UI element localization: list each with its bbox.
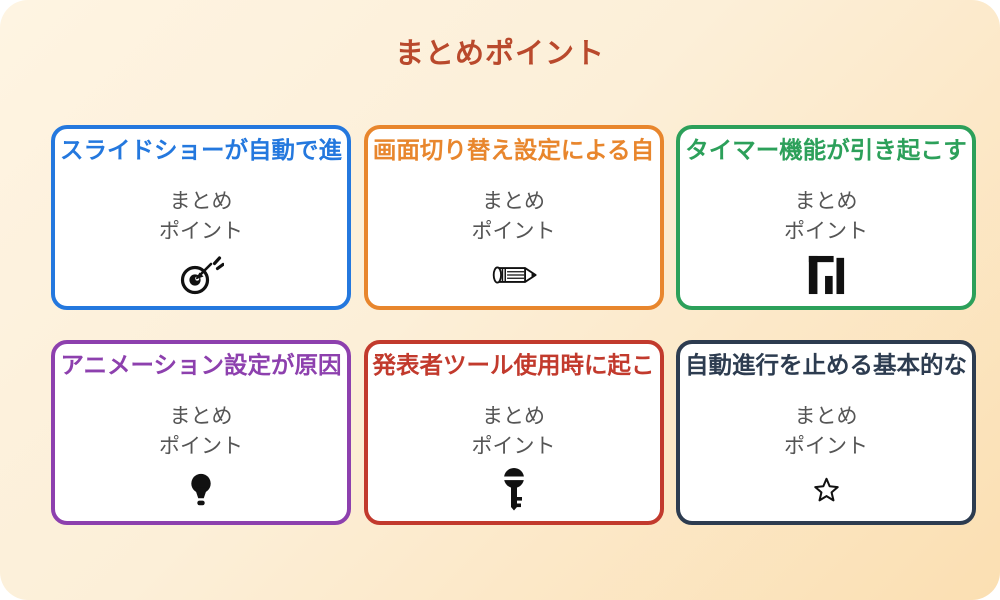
card-subtitle-line1: まとめ — [169, 405, 233, 429]
summary-card-animation: アニメーション設定が原因 まとめ ポイント — [51, 340, 351, 525]
card-subtitle: まとめ ポイント — [472, 187, 556, 247]
card-subtitle-line1: まとめ — [794, 405, 858, 429]
card-subtitle-line2: ポイント — [159, 220, 243, 244]
card-subtitle-line1: まとめ — [169, 190, 233, 214]
page-title: まとめポイント — [394, 38, 605, 70]
summary-card-timer: タイマー機能が引き起こす まとめ ポイント — [676, 125, 976, 310]
card-subtitle: まとめ ポイント — [784, 402, 868, 462]
card-subtitle-line2: ポイント — [784, 220, 868, 244]
card-title: スライドショーが自動で進 — [60, 137, 342, 163]
summary-card-transition: 画面切り替え設定による自 まとめ ポイント — [363, 125, 664, 310]
card-title: 自動進行を止める基本的な — [685, 352, 967, 378]
card-subtitle: まとめ ポイント — [472, 402, 556, 462]
star-icon — [813, 465, 840, 515]
cards-grid: スライドショーが自動で進 まとめ ポイント 画面切り替え設定による自 — [51, 125, 976, 525]
card-title: タイマー機能が引き起こす — [685, 137, 967, 163]
card-title: 発表者ツール使用時に起こ — [372, 352, 655, 378]
card-subtitle-line2: ポイント — [784, 435, 868, 459]
lightbulb-icon — [189, 465, 213, 515]
card-subtitle-line1: まとめ — [482, 190, 545, 214]
card-title: 画面切り替え設定による自 — [372, 137, 655, 163]
card-subtitle: まとめ ポイント — [159, 187, 243, 247]
card-subtitle: まとめ ポイント — [159, 402, 243, 462]
card-subtitle: まとめ ポイント — [784, 187, 868, 247]
card-subtitle-line2: ポイント — [471, 435, 556, 459]
target-icon — [178, 250, 224, 300]
bar-chart-icon — [806, 250, 846, 300]
key-icon — [501, 465, 527, 515]
card-subtitle-line1: まとめ — [794, 190, 858, 214]
summary-card-slideshow: スライドショーが自動で進 まとめ ポイント — [51, 125, 351, 310]
pencil-icon — [490, 250, 538, 300]
card-subtitle-line1: まとめ — [482, 405, 545, 429]
summary-card-stop-auto: 自動進行を止める基本的な まとめ ポイント — [676, 340, 976, 525]
card-subtitle-line2: ポイント — [471, 220, 556, 244]
card-subtitle-line2: ポイント — [159, 435, 243, 459]
summary-card-presenter: 発表者ツール使用時に起こ まとめ ポイント — [363, 340, 664, 525]
card-title: アニメーション設定が原因 — [60, 352, 342, 378]
